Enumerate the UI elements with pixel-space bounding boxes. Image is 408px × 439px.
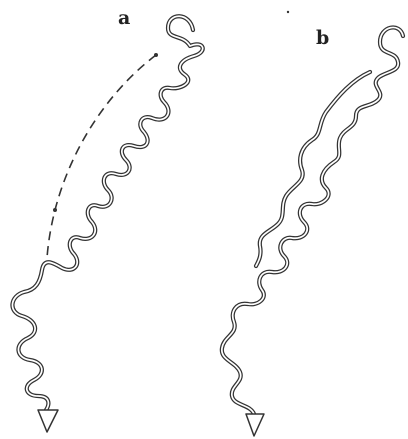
panel-b-return-strand-outline — [256, 72, 370, 266]
panel-b-chain — [222, 27, 403, 414]
panel-a-chain-core — [12, 16, 202, 410]
panel-b-label: b — [316, 27, 329, 49]
panel-a-connector-dot-mid — [53, 208, 57, 212]
panel-a-connector-dot-top — [154, 53, 158, 57]
speck-mark — [287, 11, 289, 13]
panel-a-label: a — [118, 7, 130, 29]
panel-b-return-strand-core — [256, 72, 370, 266]
panel-b-chain-core — [222, 27, 403, 414]
panel-a: a — [12, 7, 202, 432]
panel-a-dashed-connector — [47, 55, 156, 258]
panel-a-chain-outline — [12, 16, 202, 410]
panel-b-arrowhead — [246, 414, 264, 436]
panel-a-chain — [12, 16, 202, 410]
panel-b: b — [222, 27, 403, 436]
panel-a-arrowhead — [38, 410, 58, 432]
